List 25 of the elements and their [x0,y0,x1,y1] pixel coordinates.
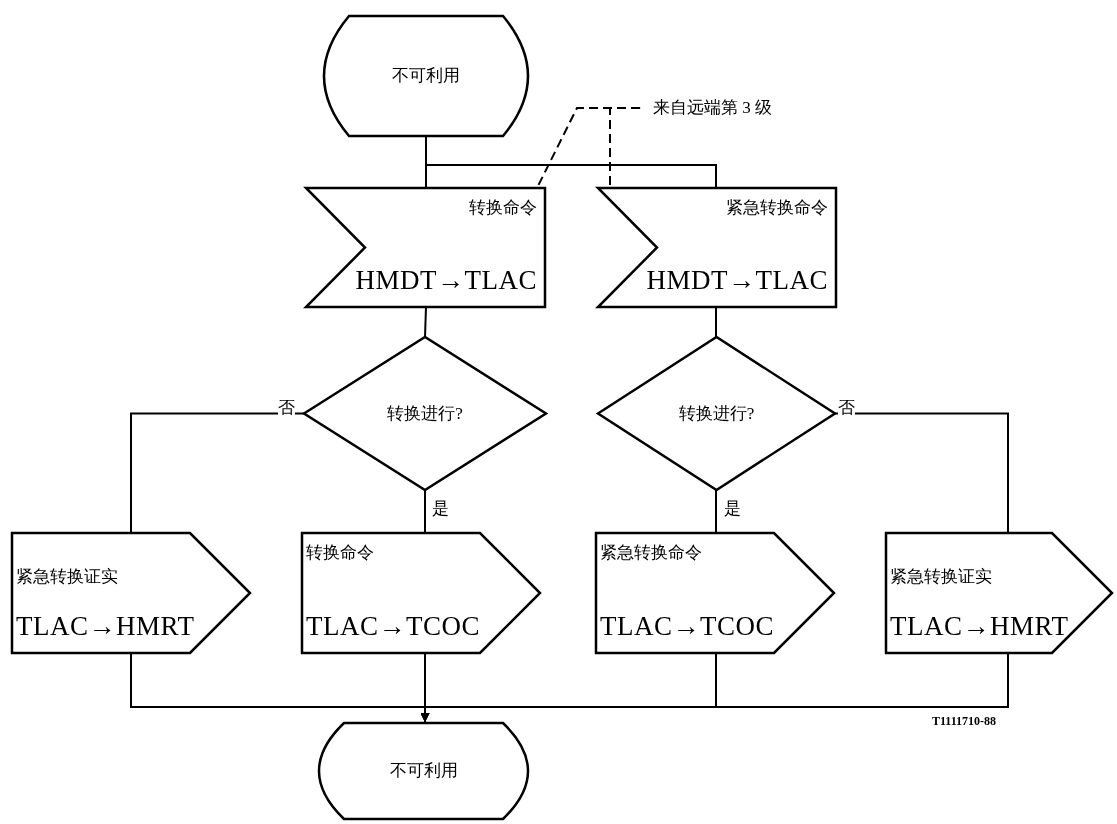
edge-label: 是 [432,497,449,520]
state-name: 不可利用 [391,65,461,87]
signal-route: TLAC→HMRT [890,611,1069,642]
flow-line [715,489,717,534]
signal-name: 紧急转换命令 [600,542,702,564]
signal-name: 紧急转换证实 [16,566,118,588]
question-text: 转换进行? [677,402,756,425]
signal-route: TLAC→TCOC [306,611,480,642]
flow-line [834,412,1009,534]
signal-name: 转换命令 [306,542,374,564]
signal-route: TLAC→HMRT [16,611,195,642]
flow-line [130,412,305,534]
signal-name: 转换命令 [469,197,537,219]
edge-label: 是 [724,497,741,520]
flow-line [424,489,426,534]
signal-route: HMDT→TLAC [646,265,828,296]
signal-name: 紧急转换命令 [726,197,828,219]
signal-name: 紧急转换证实 [890,566,992,588]
signal-route: HMDT→TLAC [355,265,537,296]
signal-route: TLAC→TCOC [600,611,774,642]
flow-line [425,136,717,189]
question-text: 转换进行? [386,402,464,425]
figure-number: T1111710-88 [932,714,996,729]
comment-text: 来自远端第 3 级 [653,97,772,119]
state-name: 不可利用 [388,760,459,782]
